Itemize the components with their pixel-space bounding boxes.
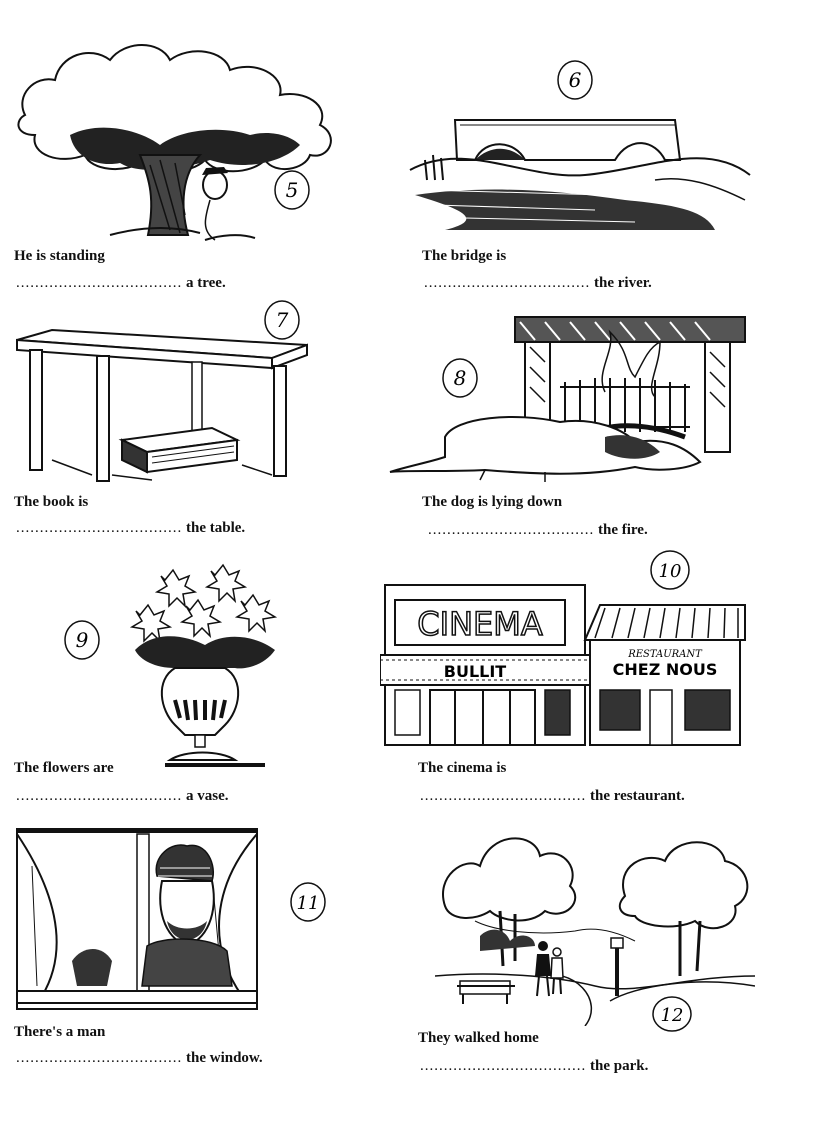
sentence-5: He is standing — [14, 248, 105, 264]
number-10-label: 10 — [659, 561, 682, 582]
ending-8: the fire. — [598, 522, 648, 538]
cinema-restaurant-illustration: CINEMA BULLIT RESTAURANT CHEZ NOUS — [380, 584, 746, 746]
sentence-8: The dog is lying down — [422, 494, 563, 510]
number-5-circle: 5 — [274, 170, 310, 210]
sentence-10: The cinema is — [418, 760, 507, 776]
answer-line-12[interactable]: ................................... the … — [420, 1058, 649, 1074]
park-illustration — [435, 837, 755, 1026]
answer-line-10[interactable]: ................................... the … — [420, 788, 685, 804]
restaurant-small-sign: RESTAURANT — [627, 649, 703, 660]
number-11-label: 11 — [297, 893, 320, 914]
number-10-circle: 10 — [650, 550, 690, 590]
number-7-label: 7 — [276, 308, 289, 332]
number-8-circle: 8 — [442, 358, 478, 398]
table-illustration — [16, 328, 308, 482]
sentence-11: There's a man — [14, 1024, 106, 1040]
sentence-9: The flowers are — [14, 760, 114, 776]
number-7-circle: 7 — [264, 300, 300, 340]
ending-6: the river. — [594, 275, 652, 291]
ending-10: the restaurant. — [590, 788, 685, 804]
answer-line-5[interactable]: ................................... a tr… — [16, 275, 226, 291]
sentence-12: They walked home — [418, 1030, 539, 1046]
restaurant-name-sign: CHEZ NOUS — [613, 660, 718, 679]
answer-line-8[interactable]: ................................... the … — [428, 522, 648, 538]
ending-9: a vase. — [186, 788, 229, 804]
sentence-7: The book is — [14, 494, 89, 510]
answer-line-6[interactable]: ................................... the … — [424, 275, 652, 291]
tree-illustration — [17, 44, 332, 241]
sentence-6: The bridge is — [422, 248, 507, 264]
number-8-label: 8 — [454, 366, 467, 390]
number-12-label: 12 — [661, 1005, 684, 1026]
number-9-label: 9 — [76, 628, 89, 652]
number-6-circle: 6 — [557, 60, 593, 100]
number-6-label: 6 — [569, 68, 582, 92]
number-5-label: 5 — [286, 178, 299, 202]
ending-7: the table. — [186, 520, 246, 536]
cinema-sign: CINEMA — [417, 605, 543, 643]
answer-line-11[interactable]: ................................... the … — [16, 1050, 263, 1066]
vase-illustration — [129, 563, 278, 767]
number-9-circle: 9 — [64, 620, 100, 660]
number-11-circle: 11 — [290, 882, 326, 922]
number-12-circle: 12 — [652, 996, 692, 1032]
ending-5: a tree. — [186, 275, 226, 291]
answer-line-7[interactable]: ................................... the … — [16, 520, 246, 536]
window-illustration — [16, 828, 258, 1010]
marquee-sign: BULLIT — [444, 662, 507, 681]
ending-11: the window. — [186, 1050, 263, 1066]
answer-line-9[interactable]: ................................... a va… — [16, 788, 229, 804]
fireplace-illustration — [389, 316, 746, 482]
ending-12: the park. — [590, 1058, 649, 1074]
bridge-illustration — [409, 119, 751, 230]
